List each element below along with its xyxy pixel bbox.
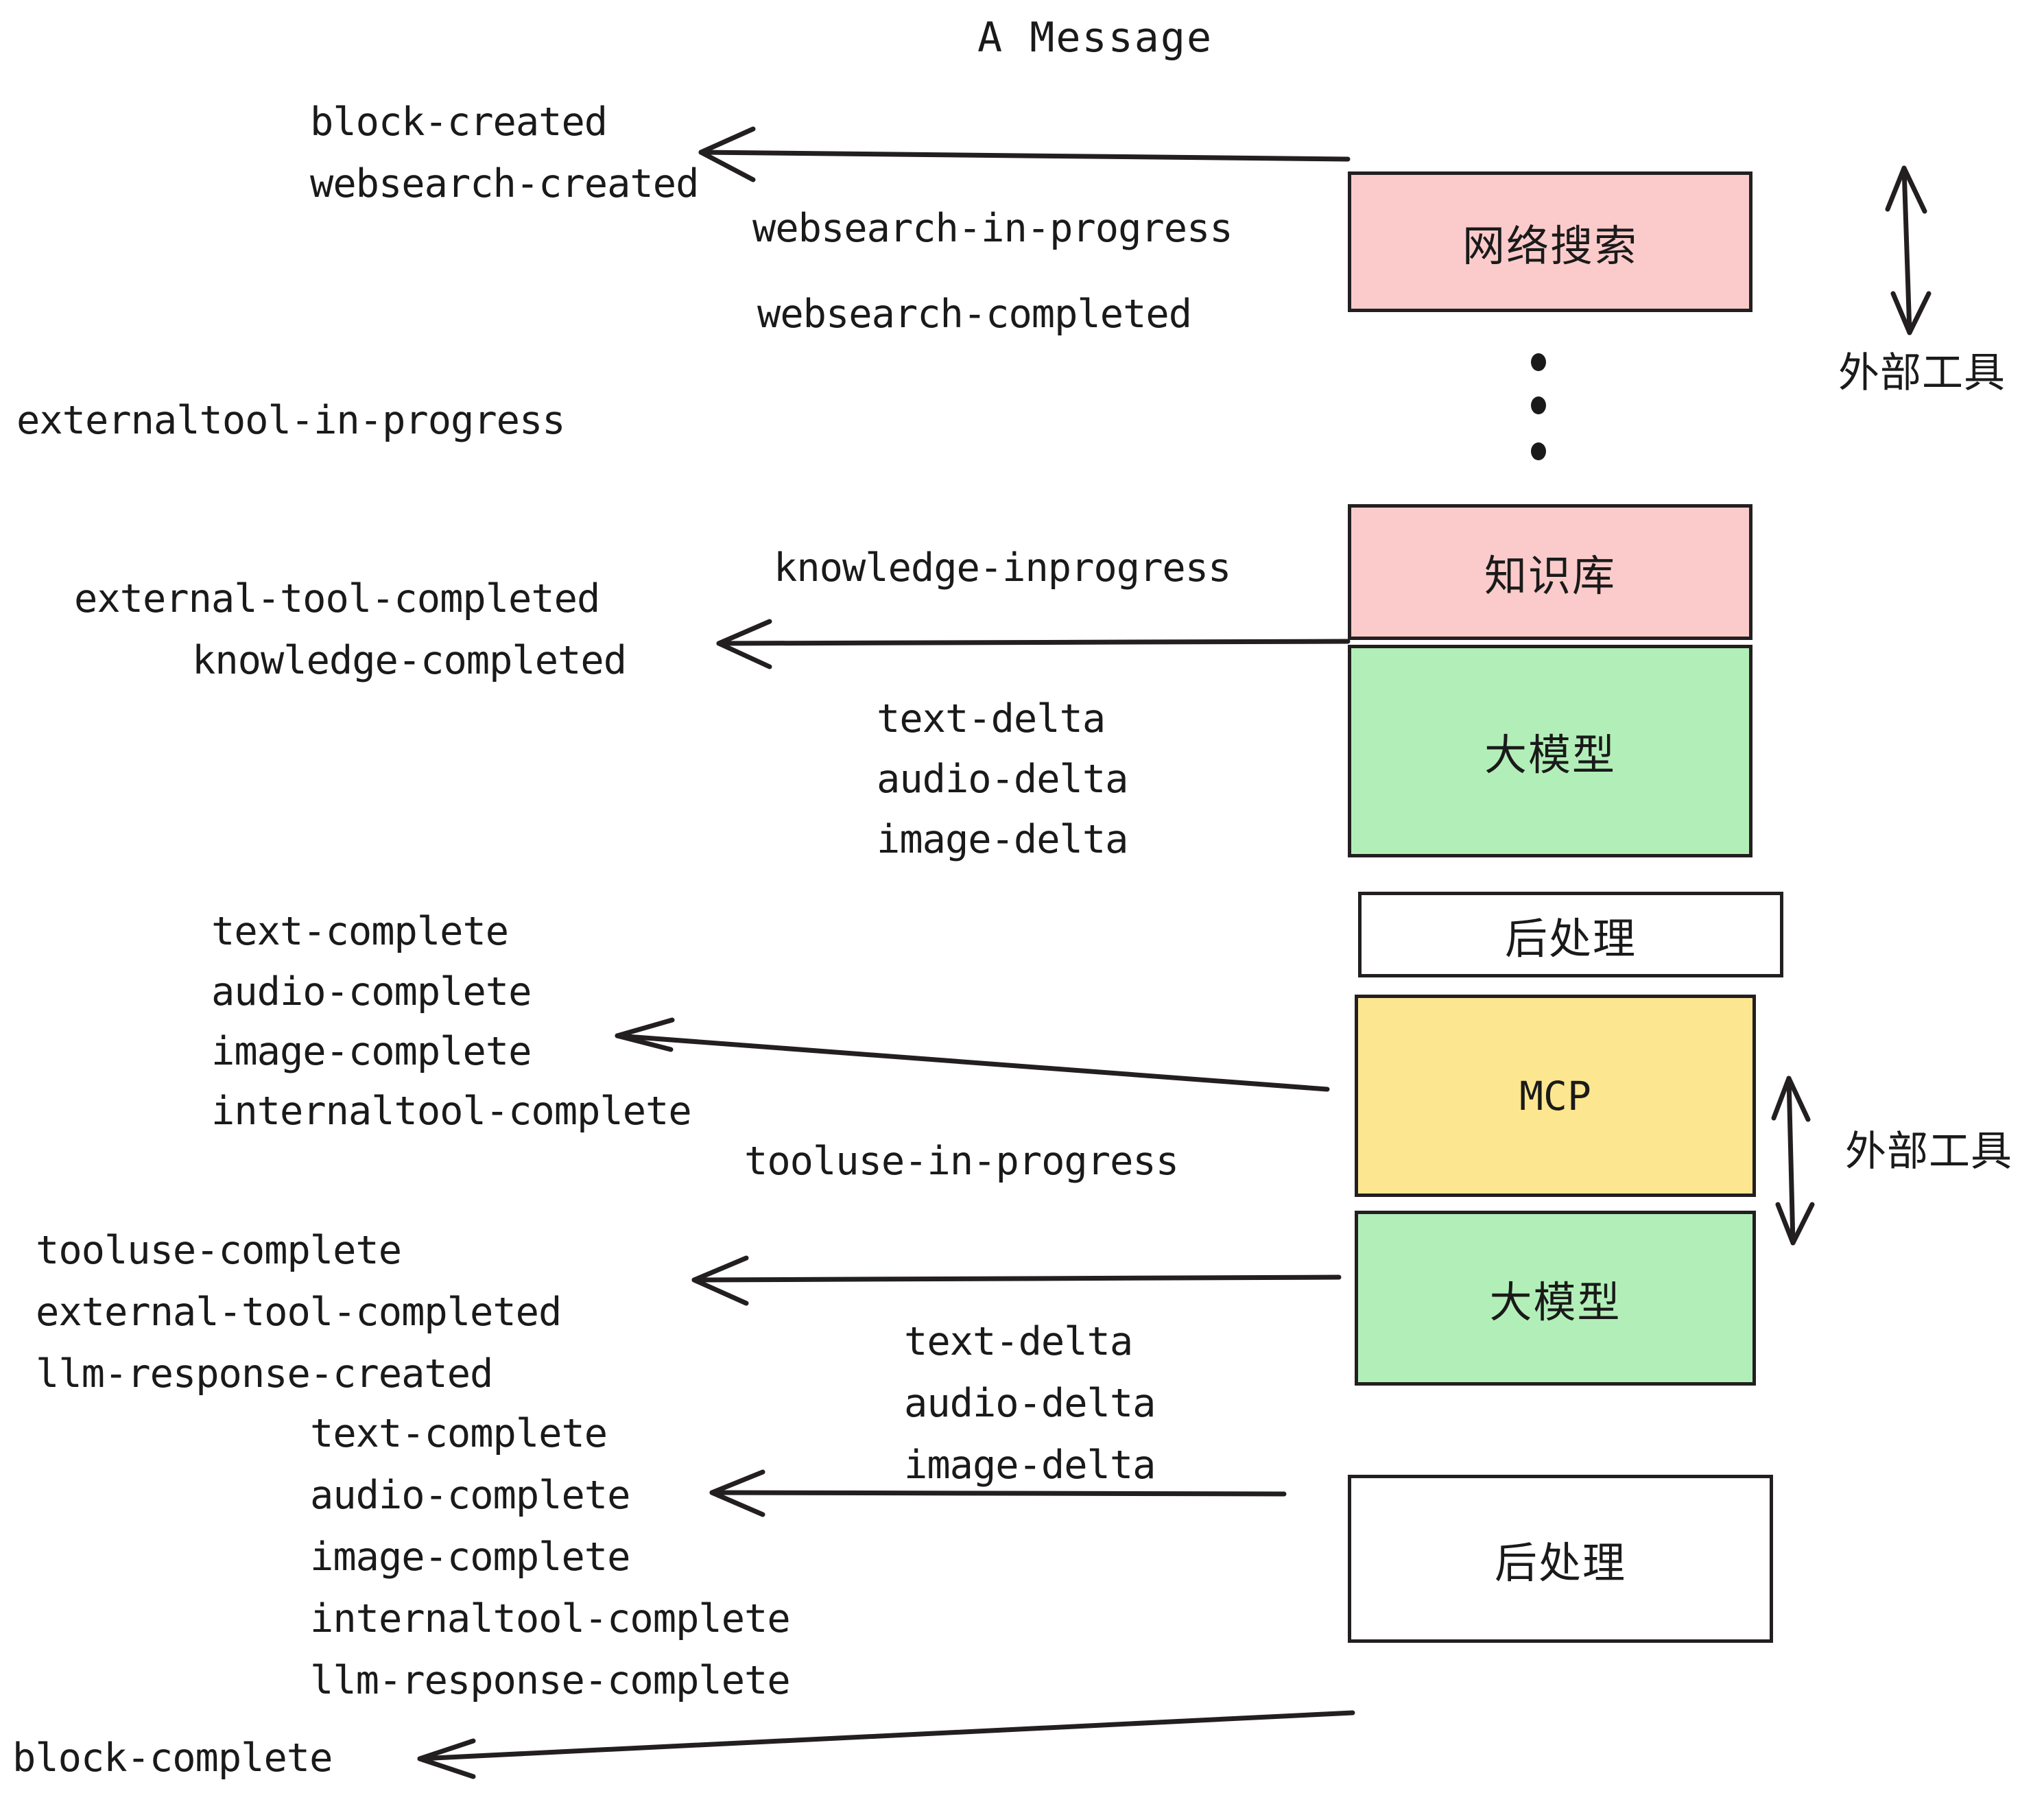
event-externaltool-in-progress: externaltool-in-progress xyxy=(16,398,566,443)
event-websearch-completed: websearch-completed xyxy=(757,292,1192,337)
event-websearch-created: websearch-created xyxy=(310,161,699,206)
event-image-complete-2: image-complete xyxy=(310,1534,630,1580)
event-internaltool-complete-2: internaltool-complete xyxy=(310,1596,791,1641)
event-knowledge-inprogress: knowledge-inprogress xyxy=(774,545,1231,591)
event-audio-delta-1: audio-delta xyxy=(877,757,1128,802)
page-title: A Message xyxy=(977,14,1213,62)
event-block-complete: block-complete xyxy=(12,1735,333,1781)
event-block-created: block-created xyxy=(310,99,608,145)
arrow-websearch-to-block-created xyxy=(698,150,1351,162)
event-text-delta-1: text-delta xyxy=(877,696,1106,741)
event-websearch-in-progress: websearch-in-progress xyxy=(752,206,1233,251)
event-tooluse-complete: tooluse-complete xyxy=(36,1228,402,1273)
side-label-external-tool-bottom: 外部工具 xyxy=(1845,1128,2012,1176)
arrow-mcp-to-tooluse-complete xyxy=(691,1274,1342,1283)
event-knowledge-completed: knowledge-completed xyxy=(192,638,627,683)
arrow-external-tool-top xyxy=(1901,165,1912,335)
box-label-llm-first: 大模型 xyxy=(1484,730,1616,780)
arrow-knowledge-to-knowledge-completed xyxy=(716,639,1351,646)
event-audio-complete-1: audio-complete xyxy=(211,969,532,1014)
event-image-complete-1: image-complete xyxy=(211,1029,532,1074)
event-external-tool-completed-2: external-tool-completed xyxy=(36,1290,562,1335)
event-audio-complete-2: audio-complete xyxy=(310,1473,630,1518)
event-llm-response-complete: llm-response-complete xyxy=(310,1658,791,1703)
event-llm-response-created: llm-response-created xyxy=(36,1351,493,1397)
arrow-llm-to-audio-complete xyxy=(709,1490,1287,1497)
box-label-knowledge-base: 知识库 xyxy=(1484,551,1616,601)
box-label-llm-second: 大模型 xyxy=(1489,1277,1621,1327)
box-mcp[interactable]: MCP xyxy=(1355,995,1756,1197)
box-llm-first[interactable]: 大模型 xyxy=(1348,645,1752,857)
box-label-postprocess-second: 后处理 xyxy=(1494,1537,1626,1588)
event-text-complete-1: text-complete xyxy=(211,909,509,954)
ellipsis-dot-3 xyxy=(1531,442,1546,460)
arrow-postprocess-to-block-complete xyxy=(417,1710,1355,1761)
box-postprocess-second[interactable]: 后处理 xyxy=(1348,1475,1773,1643)
box-llm-second[interactable]: 大模型 xyxy=(1355,1211,1756,1386)
event-tooluse-in-progress: tooluse-in-progress xyxy=(744,1139,1179,1184)
event-audio-delta-2: audio-delta xyxy=(904,1381,1156,1426)
box-postprocess-first[interactable]: 后处理 xyxy=(1358,892,1783,977)
box-knowledge-base[interactable]: 知识库 xyxy=(1348,504,1752,640)
ellipsis-dot-2 xyxy=(1531,396,1546,414)
event-external-tool-completed-1: external-tool-completed xyxy=(74,576,600,621)
side-label-external-tool-top: 外部工具 xyxy=(1838,349,2006,397)
arrow-postprocess-to-image-complete xyxy=(615,1033,1330,1092)
arrow-external-tool-bottom xyxy=(1786,1076,1796,1246)
event-text-delta-2: text-delta xyxy=(904,1319,1133,1364)
ellipsis-dot-1 xyxy=(1531,353,1546,371)
event-image-delta-2: image-delta xyxy=(904,1443,1156,1488)
event-internaltool-complete-1: internaltool-complete xyxy=(211,1089,692,1134)
event-image-delta-1: image-delta xyxy=(877,817,1128,862)
box-label-web-search: 网络搜索 xyxy=(1462,220,1638,271)
box-web-search[interactable]: 网络搜索 xyxy=(1348,171,1752,312)
box-label-postprocess-first: 后处理 xyxy=(1504,913,1637,964)
event-text-complete-2: text-complete xyxy=(310,1411,608,1456)
box-label-mcp: MCP xyxy=(1519,1072,1591,1119)
